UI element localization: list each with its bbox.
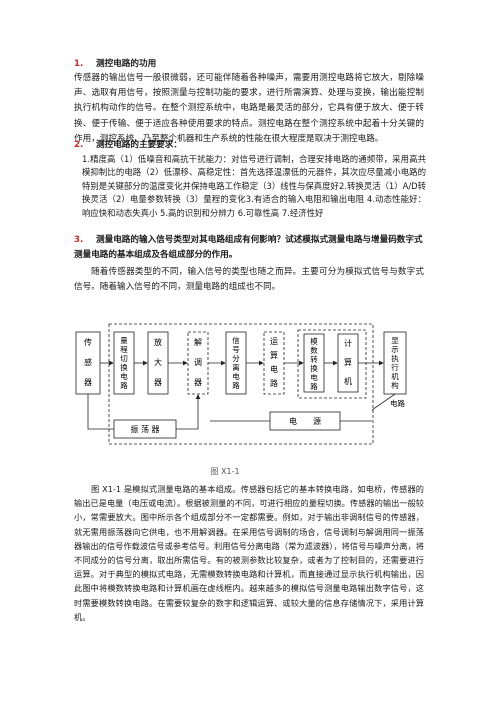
block-power-supply: 电 源 (269, 411, 341, 431)
section-3-title: 测量电路的输入信号类型对其电路组成有何影响？试述模拟式测量电路与增量码数字式测量… (74, 235, 423, 260)
block-range-switch: 量 程 切 换 电 路 (113, 331, 135, 395)
section-2-title: 测控电路的主要要求： (96, 140, 182, 150)
svg-text:解: 解 (194, 337, 202, 347)
svg-text:示: 示 (391, 345, 399, 354)
svg-text:信: 信 (232, 335, 240, 345)
svg-text:行: 行 (391, 362, 399, 372)
svg-text:调: 调 (194, 358, 202, 367)
figure-description-paragraph: 图 X1-1 是模拟式测量电路的基本组成。传感器包括它的基本转换电路，如电桥，传… (74, 484, 424, 622)
svg-text:量: 量 (120, 336, 128, 345)
section-1-number: 1. (74, 59, 84, 69)
svg-text:构: 构 (391, 380, 399, 390)
block-sensor: 传 感 器 (75, 331, 101, 395)
svg-text:大: 大 (154, 357, 162, 367)
svg-text:器: 器 (84, 378, 92, 387)
requirements-list: 1.精度高（1）低噪音和高抗干扰能力：对信号进行调制，合理安排电路的通频带，采用… (82, 154, 426, 218)
section-3-paragraph: 随着传感器类型的不同，输入信号的类型也随之而异。主要可分为模拟式信号与数字式信号… (74, 267, 424, 293)
svg-text:振 荡 器: 振 荡 器 (130, 424, 159, 434)
svg-text:电: 电 (270, 364, 278, 374)
svg-text:电: 电 (232, 371, 240, 381)
section-3-heading: 3.测量电路的输入信号类型对其电路组成有何影响？试述模拟式测量电路与增量码数字式… (74, 233, 424, 263)
section-2-number: 2. (74, 140, 84, 150)
svg-text:电 源: 电 源 (289, 416, 321, 426)
svg-text:切: 切 (120, 354, 128, 363)
svg-text:路: 路 (310, 381, 318, 391)
section-1-heading: 1. 测控电路的功用 (74, 58, 156, 71)
svg-text:路: 路 (232, 380, 240, 390)
circuit-boundary (108, 323, 374, 445)
svg-text:路: 路 (120, 380, 128, 390)
block-oscillator: 振 荡 器 (113, 419, 177, 439)
svg-text:器: 器 (194, 378, 202, 387)
svg-text:换: 换 (310, 363, 318, 373)
svg-text:分: 分 (232, 354, 240, 363)
svg-text:转: 转 (310, 354, 318, 364)
section-2-heading: 2. 测控电路的主要要求： (74, 139, 182, 152)
section-1-paragraph: 传感器的输出信号一般很微弱，还可能伴随着各种噪声，需要用测控电路将它放大，剔除噪… (74, 73, 424, 144)
circuit-label: 电路 (390, 398, 405, 408)
svg-text:机: 机 (344, 376, 352, 386)
svg-text:机: 机 (391, 371, 399, 381)
svg-text:执: 执 (391, 353, 399, 363)
block-computer: 计 算 机 (337, 333, 359, 393)
svg-text:模: 模 (310, 336, 318, 346)
svg-text:电: 电 (310, 372, 318, 382)
svg-text:运: 运 (270, 337, 278, 346)
block-demodulator: 解 调 器 (187, 331, 209, 395)
svg-text:器: 器 (154, 378, 162, 387)
svg-text:放: 放 (154, 337, 162, 347)
svg-text:感: 感 (84, 357, 92, 367)
svg-text:传: 传 (84, 337, 92, 347)
figure-block-diagram: 传 感 器 量 程 切 换 电 路 放 大 器 解 调 器 信 号 (75, 323, 407, 476)
block-display-actuator: 显 示 执 行 机 构 (383, 331, 407, 395)
section-1-title: 测控电路的功用 (96, 59, 157, 69)
figure-caption: 图 X1-1 (210, 467, 239, 476)
svg-text:计: 计 (344, 338, 352, 348)
svg-text:显: 显 (391, 336, 399, 345)
svg-text:号: 号 (232, 345, 240, 354)
svg-text:路: 路 (270, 378, 278, 388)
svg-text:程: 程 (120, 345, 128, 354)
block-signal-separation: 信 号 分 离 电 路 (225, 331, 247, 395)
svg-text:换: 换 (120, 362, 128, 372)
svg-text:电: 电 (120, 371, 128, 381)
svg-text:算: 算 (270, 350, 278, 360)
svg-text:数: 数 (310, 345, 318, 355)
block-amplifier: 放 大 器 (147, 331, 169, 395)
svg-text:算: 算 (344, 357, 352, 367)
section-3-number: 3. (74, 235, 84, 245)
block-arithmetic: 运 算 电 路 (263, 331, 285, 395)
signal-arrows (87, 360, 396, 430)
digital-section-boundary (297, 329, 367, 399)
block-ad-converter: 模 数 转 换 电 路 (303, 333, 325, 393)
svg-text:离: 离 (232, 362, 240, 372)
